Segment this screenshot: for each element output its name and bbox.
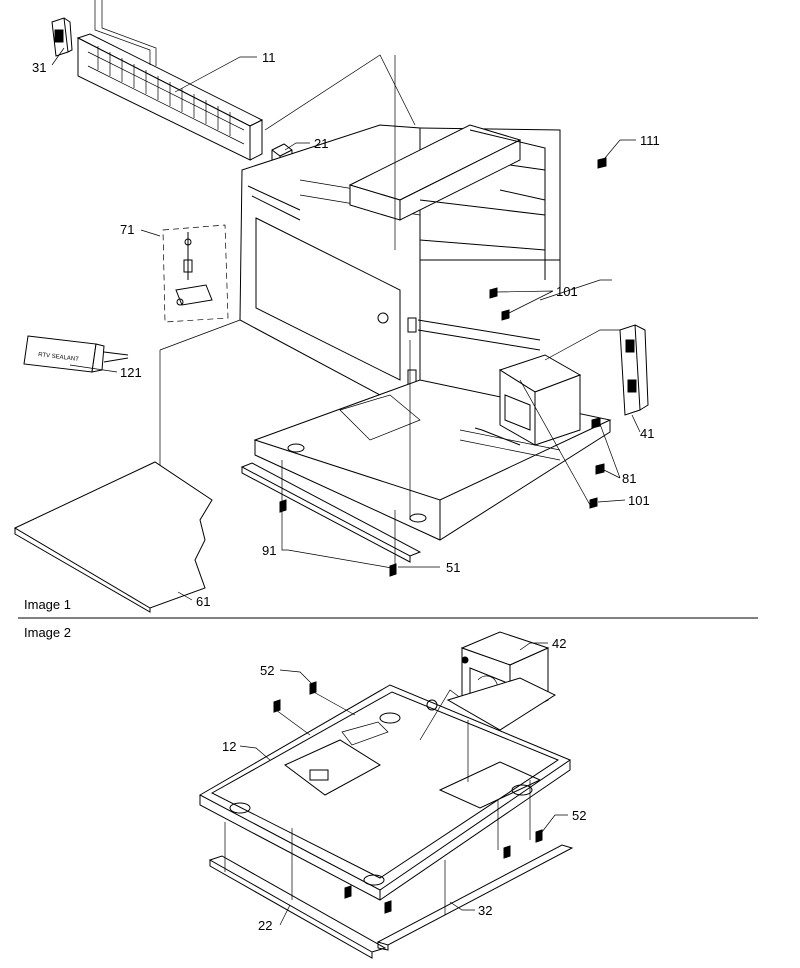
part-12-base-pan xyxy=(198,684,572,901)
callout-31: 31 xyxy=(32,60,46,75)
part-41-switch-assembly xyxy=(619,324,649,416)
screw-22 xyxy=(344,885,352,899)
callout-41: 41 xyxy=(640,426,654,441)
callout-81: 81 xyxy=(622,471,636,486)
callout-61: 61 xyxy=(196,594,210,609)
part-22-front-trim xyxy=(208,855,387,959)
screw-81a xyxy=(591,417,601,429)
image-2-assembly: Image 2 xyxy=(24,625,586,959)
callout-11: 11 xyxy=(262,50,276,65)
callout-leaders-image2 xyxy=(239,642,568,926)
callout-51: 51 xyxy=(446,560,460,575)
callout-42: 42 xyxy=(552,636,566,651)
screw-22b xyxy=(384,900,392,914)
part-42-transformer xyxy=(446,631,557,731)
leader-lines-image1 xyxy=(159,54,620,568)
screws-image1 xyxy=(279,157,607,577)
right-side-bracket xyxy=(407,129,546,385)
part-61-sheet xyxy=(13,461,213,613)
screw-52d xyxy=(503,845,511,859)
section-label-image1: Image 1 xyxy=(24,597,71,612)
screw-91b xyxy=(389,563,397,577)
callout-21: 21 xyxy=(314,136,328,151)
screws-image2 xyxy=(273,681,543,914)
callout-121: 121 xyxy=(120,365,142,380)
screw-52a xyxy=(309,681,317,695)
screw-52b xyxy=(273,699,281,713)
screw-101c xyxy=(589,497,598,509)
screw-52c xyxy=(535,829,543,843)
callouts-image2: 12 22 32 42 52 52 xyxy=(222,636,586,933)
part-71-interlock xyxy=(162,224,229,323)
part-32-strip xyxy=(376,844,574,951)
tube-label: RTV SEALANT xyxy=(38,352,80,363)
section-label-image2: Image 2 xyxy=(24,625,71,640)
image-1-assembly: RTV SEALANT xyxy=(13,0,660,613)
callout-32: 32 xyxy=(478,903,492,918)
callout-52-upper: 52 xyxy=(260,663,274,678)
leader-lines-image2 xyxy=(224,689,531,915)
part-121-sealant-tube: RTV SEALANT xyxy=(23,335,129,373)
callout-71: 71 xyxy=(120,222,134,237)
screw-111 xyxy=(597,157,607,169)
callout-91: 91 xyxy=(262,543,276,558)
callout-22: 22 xyxy=(258,918,272,933)
screw-101a xyxy=(489,287,498,299)
part-31-bracket xyxy=(51,17,73,57)
callout-111: 111 xyxy=(640,133,660,148)
part-51-trim-strip xyxy=(240,462,422,563)
screw-81b xyxy=(595,463,605,475)
callout-101-upper: 101 xyxy=(556,284,578,299)
callout-52-lower: 52 xyxy=(572,808,586,823)
callout-12: 12 xyxy=(222,739,236,754)
top-component-box xyxy=(348,124,522,221)
screw-91a xyxy=(279,499,287,513)
callouts-image1: 11 21 31 41 51 61 71 81 91 101 101 111 1… xyxy=(32,50,660,609)
part-11-control-panel xyxy=(76,0,264,161)
callout-leaders-image1 xyxy=(51,47,641,601)
screw-101b xyxy=(501,309,510,321)
callout-101-lower: 101 xyxy=(628,493,650,508)
